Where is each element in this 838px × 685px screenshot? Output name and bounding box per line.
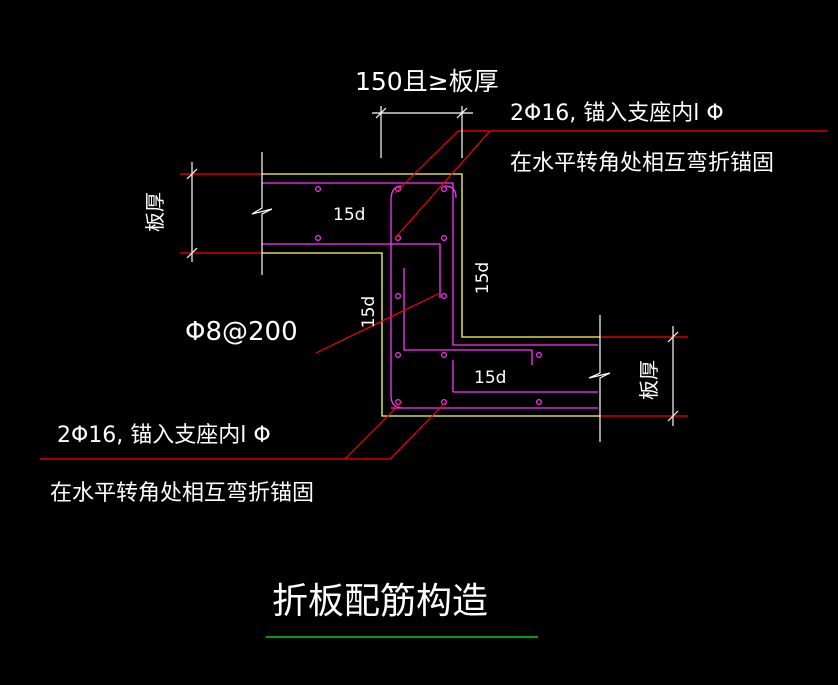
anchor-note-bottom-line-2: 在水平转角处相互弯折锚固	[50, 481, 314, 506]
length-label-left-vertical: 15d	[359, 296, 379, 328]
drawing-title: 折板配筋构造	[272, 581, 488, 622]
rebar-dots	[315, 186, 542, 406]
anchor-note-top-line-1: 2Φ16, 锚入支座内l Φ	[510, 101, 724, 126]
dimension-lines	[186, 106, 679, 442]
concrete-outline	[262, 173, 600, 417]
length-label-top: 15d	[333, 205, 365, 225]
anchor-note-top-line-2: 在水平转角处相互弯折锚固	[510, 151, 774, 176]
anchor-note-bottom-line-1: 2Φ16, 锚入支座内l Φ	[57, 423, 271, 448]
length-label-bottom: 15d	[474, 368, 506, 388]
dim-top-label: 150且≥板厚	[355, 67, 499, 96]
thickness-label-left: 板厚	[143, 192, 167, 232]
stirrup-label: Φ8@200	[185, 317, 298, 347]
leader-lines	[40, 130, 828, 460]
rebar-layout	[262, 182, 598, 409]
length-label-right-vertical: 15d	[473, 262, 493, 294]
thickness-label-right: 板厚	[637, 360, 661, 400]
